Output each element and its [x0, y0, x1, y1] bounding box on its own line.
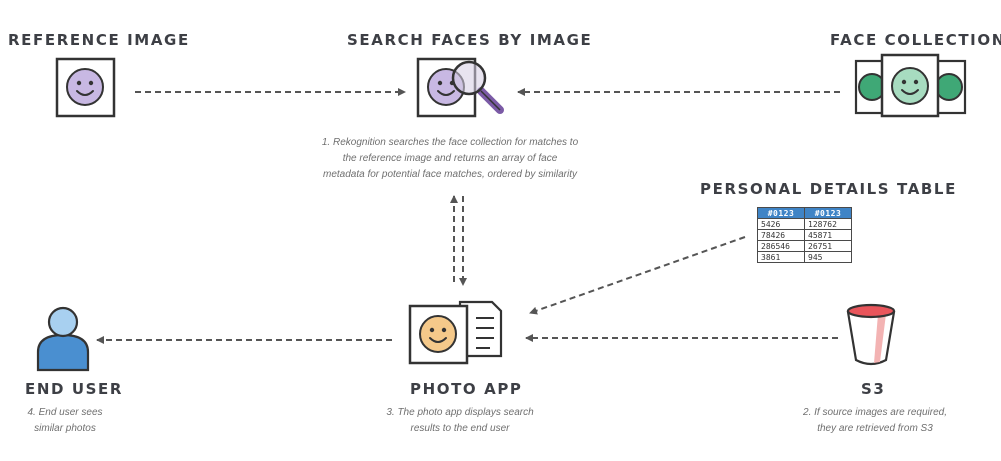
table-cell: 128762: [804, 218, 852, 230]
table-cell: 5426: [757, 218, 805, 230]
personal-details-title: PERSONAL DETAILS TABLE: [700, 180, 957, 198]
photo-app-title: PHOTO APP: [410, 380, 523, 398]
table-header-cell: #0123: [804, 207, 852, 219]
table-cell: 45871: [804, 229, 852, 241]
table-row: 286546 26751: [757, 240, 852, 252]
table-row: 3861 945: [757, 251, 852, 263]
search-faces-icon: [416, 57, 504, 118]
step1-line: 1. Rekognition searches the face collect…: [321, 137, 579, 148]
reference-image-icon: [55, 57, 116, 118]
arrow-table-to-app: [529, 236, 746, 315]
magnifier-icon: [451, 60, 504, 114]
step3-line: 3. The photo app displays search: [386, 407, 534, 418]
table-row: 78426 45871: [757, 229, 852, 241]
end-user-icon: [36, 306, 90, 372]
table-cell: 945: [804, 251, 852, 263]
step3-line: results to the end user: [410, 423, 510, 434]
step4-caption: 4. End user sees similar photos: [10, 405, 120, 437]
reference-image-title: REFERENCE IMAGE: [8, 31, 190, 49]
step4-line: similar photos: [34, 423, 96, 434]
step4-line: 4. End user sees: [27, 407, 103, 418]
table-header-cell: #0123: [757, 207, 805, 219]
search-faces-title: SEARCH FACES BY IMAGE: [347, 31, 593, 49]
step2-line: 2. If source images are required,: [803, 407, 947, 418]
face-collection-icon: [854, 53, 967, 118]
table-row: 5426 128762: [757, 218, 852, 230]
photo-app-icon: [408, 300, 503, 365]
table-cell: 286546: [757, 240, 805, 252]
table-cell: 26751: [804, 240, 852, 252]
step1-caption: 1. Rekognition searches the face collect…: [300, 135, 600, 183]
table-cell: 3861: [757, 251, 805, 263]
step1-line: metadata for potential face matches, ord…: [322, 169, 577, 180]
s3-bucket-icon: [846, 303, 896, 366]
table-cell: 78426: [757, 229, 805, 241]
table-header-row: #0123 #0123: [757, 207, 852, 219]
face-collection-title: FACE COLLECTION: [830, 31, 1001, 49]
step2-caption: 2. If source images are required, they a…: [785, 405, 965, 437]
end-user-title: END USER: [25, 380, 124, 398]
step1-line: the reference image and returns an array…: [342, 153, 558, 164]
step3-caption: 3. The photo app displays search results…: [360, 405, 560, 437]
step2-line: they are retrieved from S3: [817, 423, 933, 434]
s3-title: S3: [861, 380, 886, 398]
personal-details-table: #0123 #0123 5426 128762 78426 45871 2865…: [757, 207, 852, 263]
